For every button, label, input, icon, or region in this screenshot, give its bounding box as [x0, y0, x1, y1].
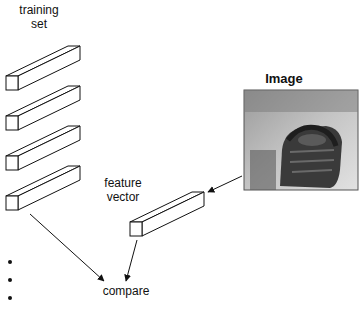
ellipsis-dots: [8, 260, 12, 300]
arrows: [30, 176, 242, 281]
operation-label: compare: [88, 284, 164, 298]
feature-vector-bar: [130, 192, 204, 236]
vector-bar: [6, 166, 80, 210]
image-label: Image: [254, 72, 314, 86]
vector-label: feature vector: [92, 176, 154, 204]
vector-bar: [6, 46, 80, 90]
hand-photo: [244, 90, 358, 190]
vector-bar: [6, 126, 80, 170]
training-bars: [6, 46, 80, 210]
group-label: training set: [14, 3, 64, 31]
vector-bar: [6, 86, 80, 130]
